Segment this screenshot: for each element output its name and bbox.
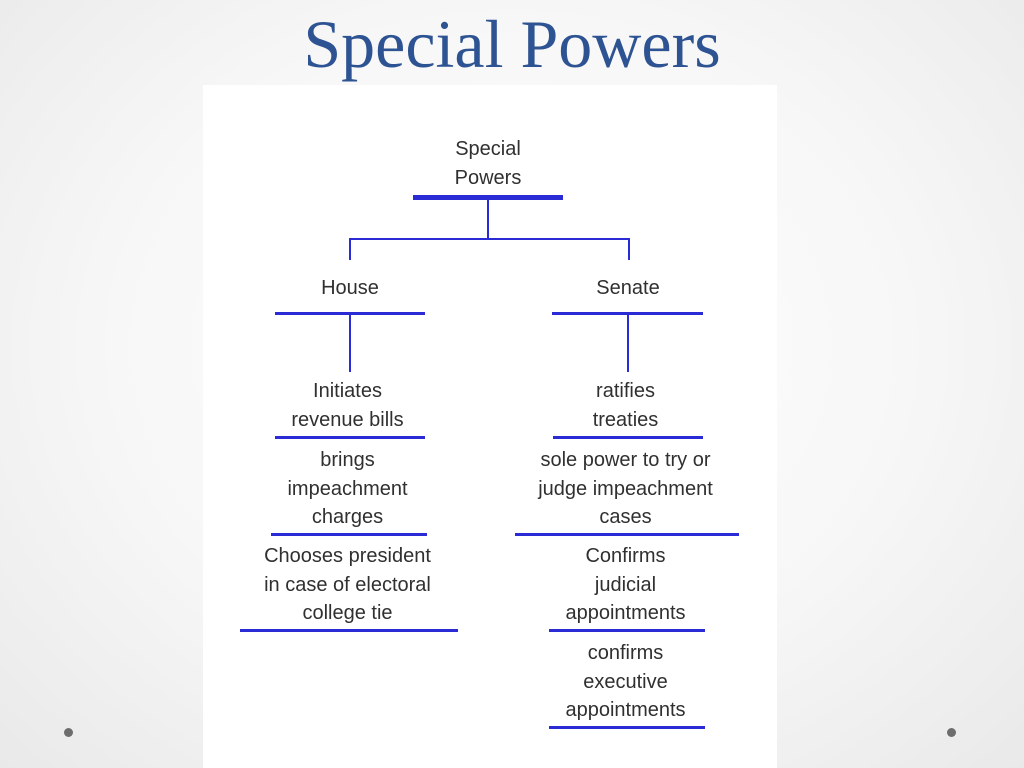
senate-item-3-underline <box>549 629 705 632</box>
senate-underline <box>552 312 703 315</box>
slide-title: Special Powers <box>303 6 721 82</box>
house-item-2: brings impeachment charges <box>287 449 408 528</box>
branch-connector <box>349 238 630 240</box>
senate-label: Senate <box>596 277 660 299</box>
root-stem <box>487 200 489 240</box>
diagram-panel: Special Powers House Initiates revenue b… <box>203 85 777 768</box>
house-item-3: Chooses president in case of electoral c… <box>264 545 431 624</box>
senate-drop <box>628 238 630 260</box>
senate-item-2: sole power to try or judge impeachment c… <box>538 449 713 528</box>
house-item-1-underline <box>275 436 425 439</box>
right-dot-ornament <box>947 728 956 737</box>
senate-item-3: Confirms judicial appointments <box>565 545 686 624</box>
root-underline <box>413 195 563 200</box>
house-item-2-underline <box>271 533 427 536</box>
left-dot-ornament <box>64 728 73 737</box>
root-node-label: Special Powers <box>454 138 522 189</box>
house-drop <box>349 238 351 260</box>
senate-item-1: ratifies treaties <box>592 380 659 431</box>
house-stem <box>349 315 351 372</box>
senate-stem <box>627 315 629 372</box>
house-item-3-underline <box>240 629 458 632</box>
house-label: House <box>321 277 379 299</box>
senate-item-4: confirms executive appointments <box>565 642 686 721</box>
senate-item-2-underline <box>515 533 739 536</box>
house-underline <box>275 312 425 315</box>
senate-item-1-underline <box>553 436 703 439</box>
house-item-1: Initiates revenue bills <box>291 380 404 431</box>
senate-item-4-underline <box>549 726 705 729</box>
